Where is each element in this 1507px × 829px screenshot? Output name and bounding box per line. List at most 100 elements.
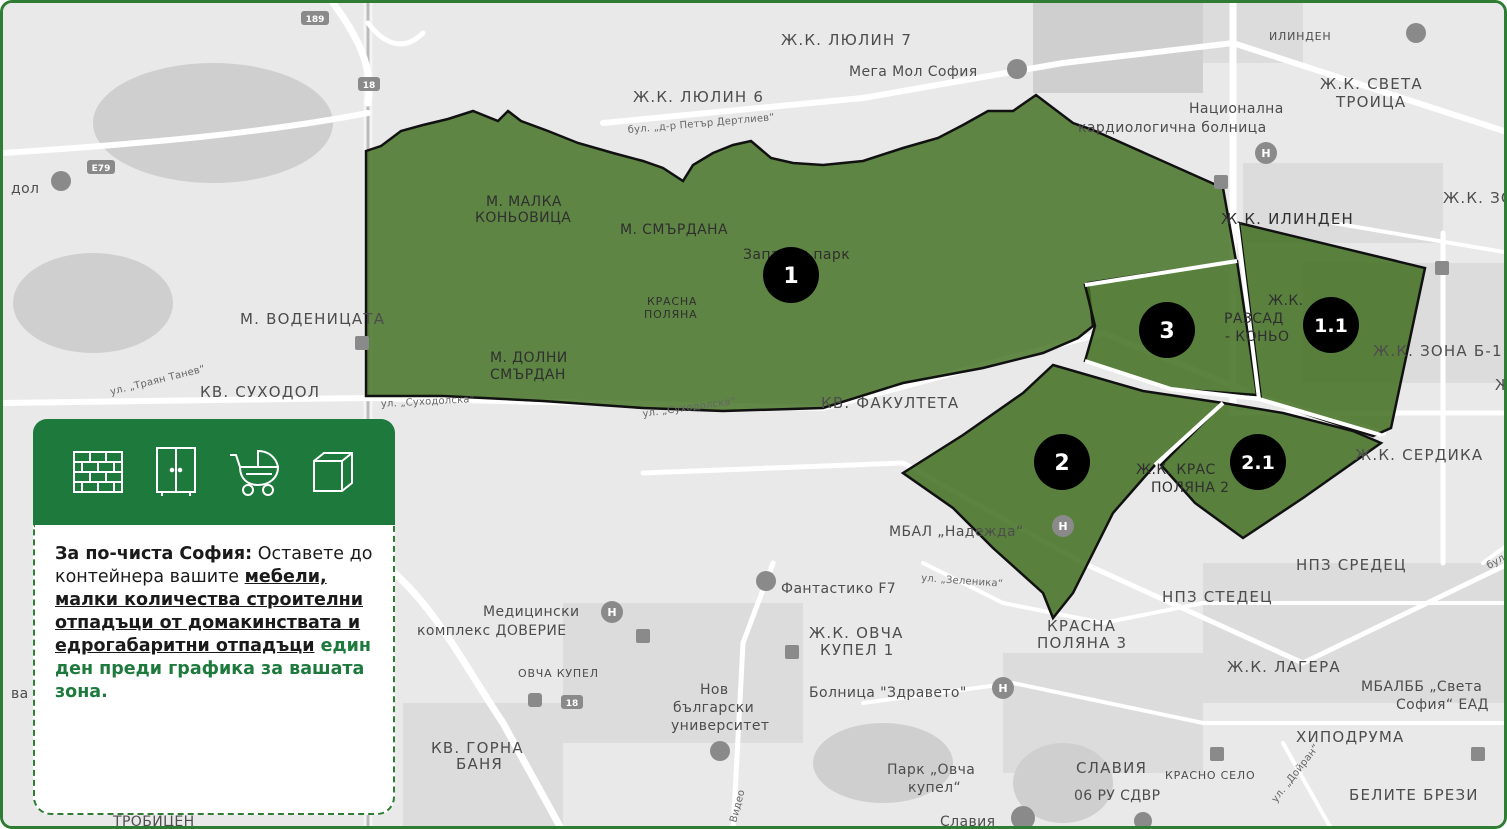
- zone-marker-1-label: 1: [783, 264, 798, 289]
- label-fakulteta: КВ. ФАКУЛТЕТА: [821, 394, 959, 412]
- label-ovcha-kupel-1: Ж.К. ОВЧА: [809, 624, 904, 642]
- parks: [13, 3, 1203, 823]
- label-slavia-place: Славия: [940, 814, 995, 829]
- label-cardio-1: Национална: [1189, 101, 1284, 117]
- label-krasna-polyana-3-1: КРАСНА: [1047, 617, 1116, 635]
- zone-marker-2[interactable]: 2: [1034, 434, 1090, 490]
- label-left-edge-1: дол: [11, 181, 39, 197]
- label-troshchen: ТРОБИЦЕН: [112, 814, 195, 829]
- label-mbalbb-1: МБАЛББ „Света: [1361, 679, 1482, 695]
- bus-icon[interactable]: [528, 693, 542, 707]
- shopping-pin-icon[interactable]: [1007, 59, 1027, 79]
- info-card-body: За по-чиста София: Оставете до контейнер…: [33, 525, 395, 815]
- info-card-furniture-link[interactable]: мебели,: [244, 567, 327, 587]
- zone-boundary-road-a: [1084, 259, 1238, 287]
- info-card-title: За по-чиста София:: [55, 544, 253, 564]
- info-card-intro: Оставете до контейнера вашите: [55, 544, 373, 587]
- label-nbu-2: български: [673, 700, 754, 716]
- label-npz-sredets: НПЗ СРЕДЕЦ: [1296, 556, 1407, 574]
- baby-stroller-icon: [230, 449, 280, 496]
- zone-marker-2-1-label: 2.1: [1241, 452, 1275, 474]
- hospital-pin-icon[interactable]: [992, 677, 1014, 699]
- label-mega-mall: Мега Мол София: [849, 64, 978, 80]
- label-lyulin-6: Ж.К. ЛЮЛИН 6: [633, 88, 764, 106]
- highway-189: 189: [306, 15, 325, 25]
- label-krasna-polyana-3-2: ПОЛЯНА 3: [1037, 634, 1127, 652]
- label-park-ovcha-2: купел“: [908, 780, 961, 796]
- label-dolni-smardan-2: СМЪРДАН: [490, 367, 566, 383]
- metro-icon[interactable]: [355, 336, 369, 350]
- zone-marker-1-1-label: 1.1: [1314, 315, 1348, 337]
- svg-text:H: H: [607, 606, 616, 619]
- label-suhodol: КВ. СУХОДОЛ: [200, 383, 320, 401]
- label-malka-konyovitsa-1: М. МАЛКА: [486, 194, 562, 210]
- label-ovcha-kupel-2: КУПЕЛ 1: [820, 641, 895, 659]
- label-doverie-2: комплекс ДОВЕРИЕ: [417, 623, 566, 639]
- label-sveta-troitsa-2: ТРОИЦА: [1335, 93, 1406, 111]
- zone-marker-2-label: 2: [1054, 451, 1069, 476]
- police-pin-icon[interactable]: [1134, 812, 1152, 829]
- label-vodenitsata: М. ВОДЕНИЦАТА: [240, 310, 385, 328]
- zone-boundary-road-b: [1235, 222, 1261, 400]
- stadium-pin-icon[interactable]: [1011, 806, 1035, 829]
- metro-icon[interactable]: [1435, 261, 1449, 275]
- shopping-pin-icon[interactable]: [756, 571, 776, 591]
- metro-icon[interactable]: [1471, 747, 1485, 761]
- hospital-pin-icon[interactable]: [601, 601, 623, 623]
- label-rasvadnik-1: Ж.К.: [1268, 293, 1304, 309]
- label-gorna-banya-2: БАНЯ: [456, 755, 503, 773]
- label-slavia: СЛАВИЯ: [1076, 759, 1147, 777]
- label-mbalbb-2: София“ ЕАД: [1396, 697, 1489, 713]
- info-card-when: един ден преди графика за вашата зона.: [55, 636, 371, 702]
- info-card-text: За по-чиста София: Оставете до контейнер…: [55, 543, 379, 704]
- label-zo: Ж.К. ЗО: [1443, 189, 1507, 207]
- zone-markers: 1 3 1.1 2 2.1: [763, 247, 1359, 490]
- label-krasna-polyana-small-2: ПОЛЯНА: [644, 308, 697, 321]
- highway-e79: E79: [92, 164, 111, 174]
- label-npz-stedets: НПЗ СТЕДЕЦ: [1162, 588, 1273, 606]
- label-belite-brezi: БЕЛИТЕ БРЕЗИ: [1349, 786, 1479, 804]
- label-serdika: Ж.К. СЕРДИКА: [1355, 446, 1483, 464]
- zone-marker-1-1[interactable]: 1.1: [1303, 297, 1359, 353]
- svg-text:H: H: [998, 682, 1007, 695]
- zone-boundary-road-c: [1084, 359, 1382, 437]
- place-labels: Мега Мол София Национална кардиологична …: [11, 23, 1489, 829]
- university-pin-icon[interactable]: [710, 741, 730, 761]
- hospital-pin-icon[interactable]: [1255, 142, 1277, 164]
- map[interactable]: 189 18 E79 18 Ж.К. ЛЮЛИН 7 Ж.К. ЛЮЛИН 6 …: [3, 3, 1507, 829]
- label-sveta-troitsa-1: Ж.К. СВЕТА: [1320, 75, 1423, 93]
- zone-marker-1[interactable]: 1: [763, 247, 819, 303]
- zone-marker-3[interactable]: 3: [1139, 302, 1195, 358]
- label-hipodruma: ХИПОДРУМА: [1296, 728, 1405, 746]
- label-lyulin-7: Ж.К. ЛЮЛИН 7: [781, 31, 912, 49]
- zone-marker-2-1[interactable]: 2.1: [1230, 434, 1286, 490]
- hospital-pin-icon[interactable]: [1052, 515, 1074, 537]
- label-malka-konyovitsa-2: КОНЬОВИЦА: [475, 210, 571, 226]
- brick-wall-icon: [73, 451, 123, 493]
- label-krasna-polyana-2-1: Ж.К. КРАС: [1136, 462, 1216, 478]
- metro-icon[interactable]: [636, 629, 650, 643]
- metro-icon[interactable]: [1210, 747, 1224, 761]
- label-ovcha-kupel-small: ОВЧА КУПЕЛ: [518, 667, 599, 680]
- label-cardio-2: кардиологична болница: [1078, 120, 1267, 136]
- info-card-waste-link[interactable]: малки количества строителни отпадъци от …: [55, 590, 364, 656]
- metro-icon[interactable]: [1214, 175, 1228, 189]
- zone-boundary-road-d: [1153, 401, 1225, 467]
- label-rasvadnik-3: - КОНЬО: [1225, 329, 1289, 345]
- label-fantastiko: Фантастико F7: [781, 581, 896, 597]
- svg-text:H: H: [1058, 520, 1067, 533]
- label-krasno-selo: КРАСНО СЕЛО: [1165, 769, 1255, 782]
- fuel-pin-icon[interactable]: [51, 171, 71, 191]
- label-zh-edge: Ж: [1495, 376, 1507, 394]
- label-krasna-polyana-2-2: ПОЛЯНА 2: [1151, 480, 1229, 496]
- label-zona-b: Ж.К. ЗОНА Б-1: [1373, 342, 1503, 360]
- label-nbu-1: Нов: [700, 682, 729, 698]
- label-doverie-1: Медицински: [483, 604, 580, 620]
- label-rasvadnik-2: РАЗСАД: [1224, 311, 1284, 327]
- label-ilinden-top: ИЛИНДЕН: [1269, 30, 1331, 43]
- label-lagera: Ж.К. ЛАГЕРА: [1227, 658, 1341, 676]
- restaurant-pin-icon[interactable]: [1406, 23, 1426, 43]
- metro-icon[interactable]: [785, 645, 799, 659]
- highway-shields: 189 18 E79 18: [87, 11, 583, 709]
